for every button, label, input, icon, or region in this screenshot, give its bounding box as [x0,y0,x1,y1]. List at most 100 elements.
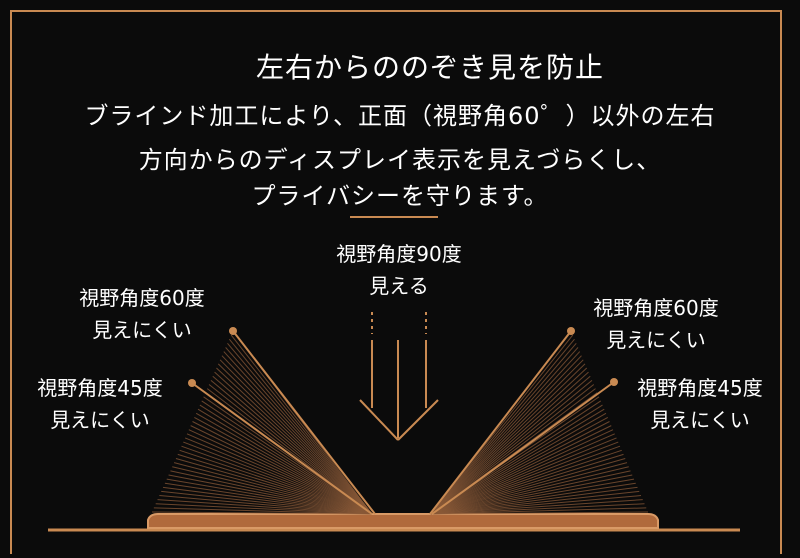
right-hatch-line [429,421,610,515]
right-hatch-line [429,437,617,515]
label-left-60: 視野角度60度 見えにくい [62,282,222,346]
right-hatch-line [429,429,614,515]
right-hatch-line [429,507,647,515]
right-hatch-line [429,499,643,515]
left-hatch-line [155,503,373,515]
left-hatch-line [162,486,373,515]
right-hatch-line [429,490,640,515]
description-line-2: 方向からのディスプレイ表示を見えづらくし、 [138,146,662,174]
right-hatch-line [429,355,582,515]
right-hatch-line [429,511,649,515]
left-hatch-line [201,400,373,515]
right-hatch-line [429,474,633,515]
label-center: 視野角度90度 見える [300,238,498,302]
left-hatch-line [223,351,373,515]
left-hatch-line [214,371,373,515]
headline: 左右からののぞき見を防止 [255,51,604,84]
right-hatch-line [429,347,579,515]
divider [350,216,438,218]
left-hatch-line [197,408,373,515]
left-hatch-line [159,495,373,515]
label-right-60: 視野角度60度 見えにくい [576,292,736,356]
left-hatch-line [161,490,373,515]
right-hatch-line [429,449,622,515]
left-hatch-line [227,343,373,515]
right-hatch-line [429,363,586,515]
left-hatch-line [188,429,373,515]
left-60-dot [229,327,237,335]
right-hatch-line [429,470,631,515]
label-center-visibility: 見える [369,274,429,298]
left-hatch-line [177,453,373,515]
frame-border [10,10,782,554]
right-hatch-line [429,408,605,515]
left-hatch-line [194,416,373,515]
right-hatch-line [429,416,608,515]
label-right-60-angle: 視野角度60度 [593,296,719,320]
center-arrow-down [359,340,439,441]
right-hatch-line [429,371,589,515]
left-hatch-line [216,367,373,515]
right-hatch-line [429,433,615,515]
screen-base [147,513,659,529]
left-hatch-line [228,338,373,515]
right-hatch-line [429,412,607,515]
left-hatch-line [164,482,373,515]
right-hatch-line [429,486,638,515]
left-hatch-line [192,421,373,515]
left-hatch-line [221,355,373,515]
label-right-45-visibility: 見えにくい [650,408,750,432]
left-60-ray [232,330,376,515]
left-hatch-line [219,359,373,515]
right-hatch-line [429,495,642,515]
right-hatch-line [429,503,645,515]
label-left-45: 視野角度45度 見えにくい [20,372,180,436]
left-hatch-line [217,363,373,515]
description-line-3: プライバシーを守ります。 [251,182,549,210]
right-45-ray [431,381,615,515]
left-viewing-hatch [151,330,373,515]
left-hatch-line [186,433,373,515]
label-left-45-visibility: 見えにくい [50,408,150,432]
label-left-45-angle: 視野角度45度 [37,376,163,400]
label-right-45-angle: 視野角度45度 [637,376,763,400]
right-hatch-line [429,379,593,515]
right-hatch-line [429,338,575,515]
right-hatch-line [429,441,619,515]
left-hatch-line [184,437,373,515]
label-right-45: 視野角度45度 見えにくい [618,372,782,436]
right-hatch-line [429,404,603,515]
left-hatch-line [173,462,373,515]
right-hatch-line [429,462,628,515]
right-hatch-line [429,445,621,515]
left-hatch-line [168,474,373,515]
left-hatch-line [153,507,373,515]
label-left-60-angle: 視野角度60度 [79,286,205,310]
left-hatch-line [170,470,373,515]
right-hatch-line [429,343,577,515]
right-hatch-line [429,458,626,515]
right-hatch-line [429,425,612,515]
left-45-ray [191,382,373,515]
right-45-dot [610,378,618,386]
right-hatch-line [429,388,596,515]
right-hatch-line [429,466,629,515]
right-hatch-line [429,367,588,515]
left-hatch-line [183,441,373,515]
right-hatch-line [429,478,635,515]
right-hatch-line [429,453,624,515]
label-right-60-visibility: 見えにくい [606,328,706,352]
right-hatch-line [429,359,584,515]
right-hatch-line [429,392,598,515]
left-hatch-line [157,499,373,515]
left-hatch-line [175,458,373,515]
left-hatch-line [210,379,373,515]
left-hatch-line [208,384,373,515]
label-center-angle: 視野角度90度 [336,242,462,266]
left-hatch-line [225,347,373,515]
left-hatch-line [172,466,373,515]
left-hatch-line [179,449,373,515]
left-hatch-line [212,375,373,515]
left-hatch-line [190,425,373,515]
